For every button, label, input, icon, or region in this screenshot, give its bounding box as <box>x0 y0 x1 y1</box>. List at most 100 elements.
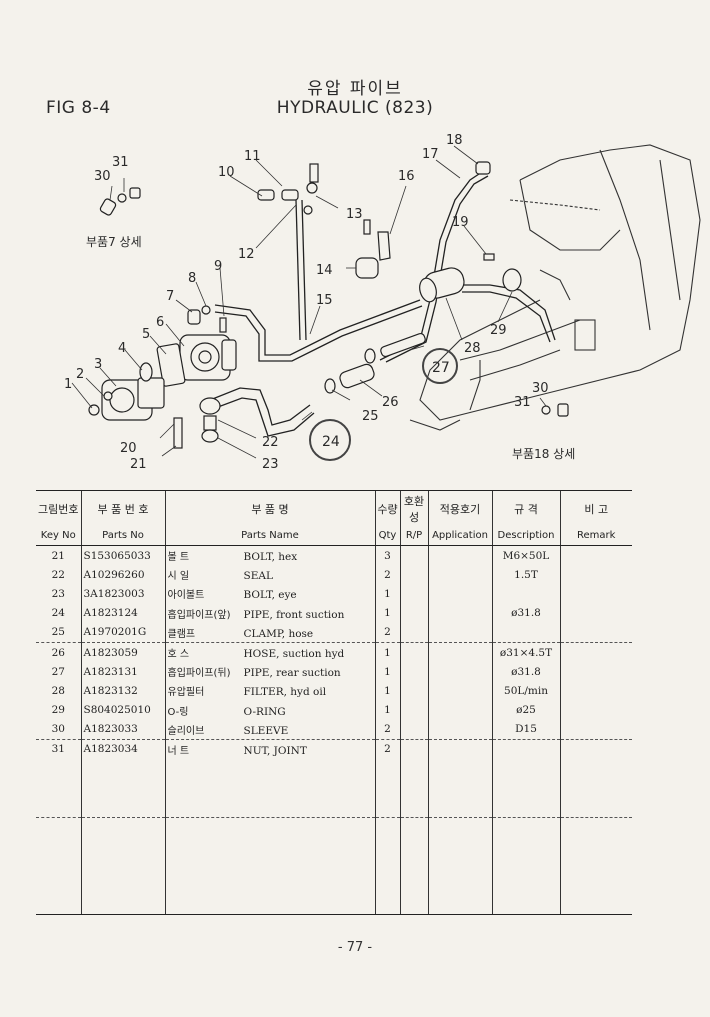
key-no: 29 <box>51 704 65 717</box>
rp <box>399 545 428 566</box>
remark <box>559 700 632 720</box>
application <box>427 662 492 682</box>
qty: 1 <box>374 603 400 623</box>
part-name-kr: 슬리이브 <box>167 725 205 737</box>
part-name-kr: 볼 트 <box>167 552 190 564</box>
callout-5: 5 <box>142 327 150 342</box>
figure-number: FIG 8-4 <box>46 98 111 118</box>
callout-8: 8 <box>188 271 196 286</box>
application <box>427 545 492 566</box>
callout-20: 20 <box>120 441 137 456</box>
col-app-en: Application <box>427 525 492 546</box>
part-no: S153065033 <box>80 545 165 566</box>
part-name-kr: 너 트 <box>167 745 190 757</box>
empty-row <box>36 875 632 895</box>
col-qty-kr: 수량 <box>374 490 400 525</box>
callout-25: 25 <box>362 409 379 424</box>
empty-row <box>36 836 632 856</box>
application <box>427 603 492 623</box>
col-part-en: Parts No <box>80 525 165 546</box>
callout-12: 12 <box>238 247 255 262</box>
callout-30: 30 <box>532 381 549 396</box>
title-korean: 유압 파이브 <box>307 79 403 99</box>
qty: 2 <box>374 719 400 740</box>
callout-19: 19 <box>452 215 469 230</box>
remark <box>559 662 632 682</box>
part-name-kr: 흡입파이프(뒤) <box>167 668 231 680</box>
part-name-kr: 클램프 <box>167 628 196 640</box>
col-key-kr: 그림번호 <box>36 490 81 525</box>
callout-numbers: 1 2 3 4 5 6 7 8 9 10 11 12 13 14 15 16 1… <box>64 133 549 472</box>
callout-26: 26 <box>382 395 399 410</box>
part-name-en: HOSE, suction hyd <box>243 648 345 661</box>
description: ø31.8 <box>491 603 560 623</box>
part-no: A1823131 <box>80 662 165 682</box>
remark <box>559 739 632 760</box>
part-name-kr: 아이볼트 <box>167 590 205 602</box>
col-qty-en: Qty <box>374 525 400 546</box>
key-no: 22 <box>51 568 65 581</box>
key-no: 30 <box>36 719 81 740</box>
callout-18: 18 <box>446 133 463 148</box>
parts-table: 그림번호 부 품 번 호 부 품 명 수량 호환성 적용호기 규 격 비 고 K… <box>36 490 632 915</box>
part-name: 너 트 NUT, JOINT <box>164 739 375 760</box>
part-name: 클램프 CLAMP, hose <box>164 622 375 643</box>
col-key-en: Key No <box>36 525 81 546</box>
callout-9: 9 <box>214 259 222 274</box>
remark <box>559 622 632 643</box>
col-rp-kr: 호환성 <box>399 490 428 525</box>
rp <box>399 603 428 623</box>
part-no: A1970201G <box>80 622 165 643</box>
callout-10: 10 <box>218 165 235 180</box>
exploded-diagram: 1 2 3 4 5 6 7 8 9 10 11 12 13 14 15 16 1… <box>0 120 710 480</box>
part-name-en: NUT, JOINT <box>243 744 307 757</box>
part-name-kr: O-링 <box>167 706 189 718</box>
qty: 2 <box>374 622 400 643</box>
rp <box>399 584 428 604</box>
detail-label-part7: 부품7 상세 <box>86 235 142 249</box>
part-name-en: PIPE, rear suction <box>243 667 341 680</box>
part-name-en: FILTER, hyd oil <box>243 686 327 699</box>
application <box>427 565 492 585</box>
description: ø31×4.5T <box>491 642 560 663</box>
part-name-kr: 시 일 <box>167 571 190 583</box>
remark <box>559 603 632 623</box>
key-no: 23 <box>51 587 65 600</box>
key-no: 24 <box>51 607 65 620</box>
part-name: 흡입파이프(앞)PIPE, front suction <box>164 603 375 623</box>
empty-row <box>36 817 632 837</box>
application <box>427 584 492 604</box>
key-no: 28 <box>51 684 65 697</box>
rp <box>399 642 428 663</box>
callout-1: 1 <box>64 377 72 392</box>
part-name-en: CLAMP, hose <box>243 627 314 640</box>
remark <box>559 642 632 663</box>
rp <box>399 739 428 760</box>
part-name: 볼 트 BOLT, hex <box>164 545 375 566</box>
callout-29: 29 <box>490 323 507 338</box>
remark <box>559 545 632 566</box>
key-no: 21 <box>51 549 65 562</box>
tractor-body <box>409 144 701 431</box>
part-no: A1823034 <box>80 739 165 760</box>
remark <box>559 681 632 701</box>
empty-row <box>36 778 632 798</box>
description <box>491 584 560 604</box>
part-name-en: BOLT, hex <box>243 551 298 564</box>
title-english: HYDRAULIC (823) <box>276 98 434 118</box>
qty: 3 <box>374 545 400 566</box>
components <box>88 161 569 449</box>
qty: 1 <box>374 662 400 682</box>
col-part-kr: 부 품 번 호 <box>80 490 165 525</box>
callout-31: 31 <box>514 395 531 410</box>
remark <box>559 584 632 604</box>
